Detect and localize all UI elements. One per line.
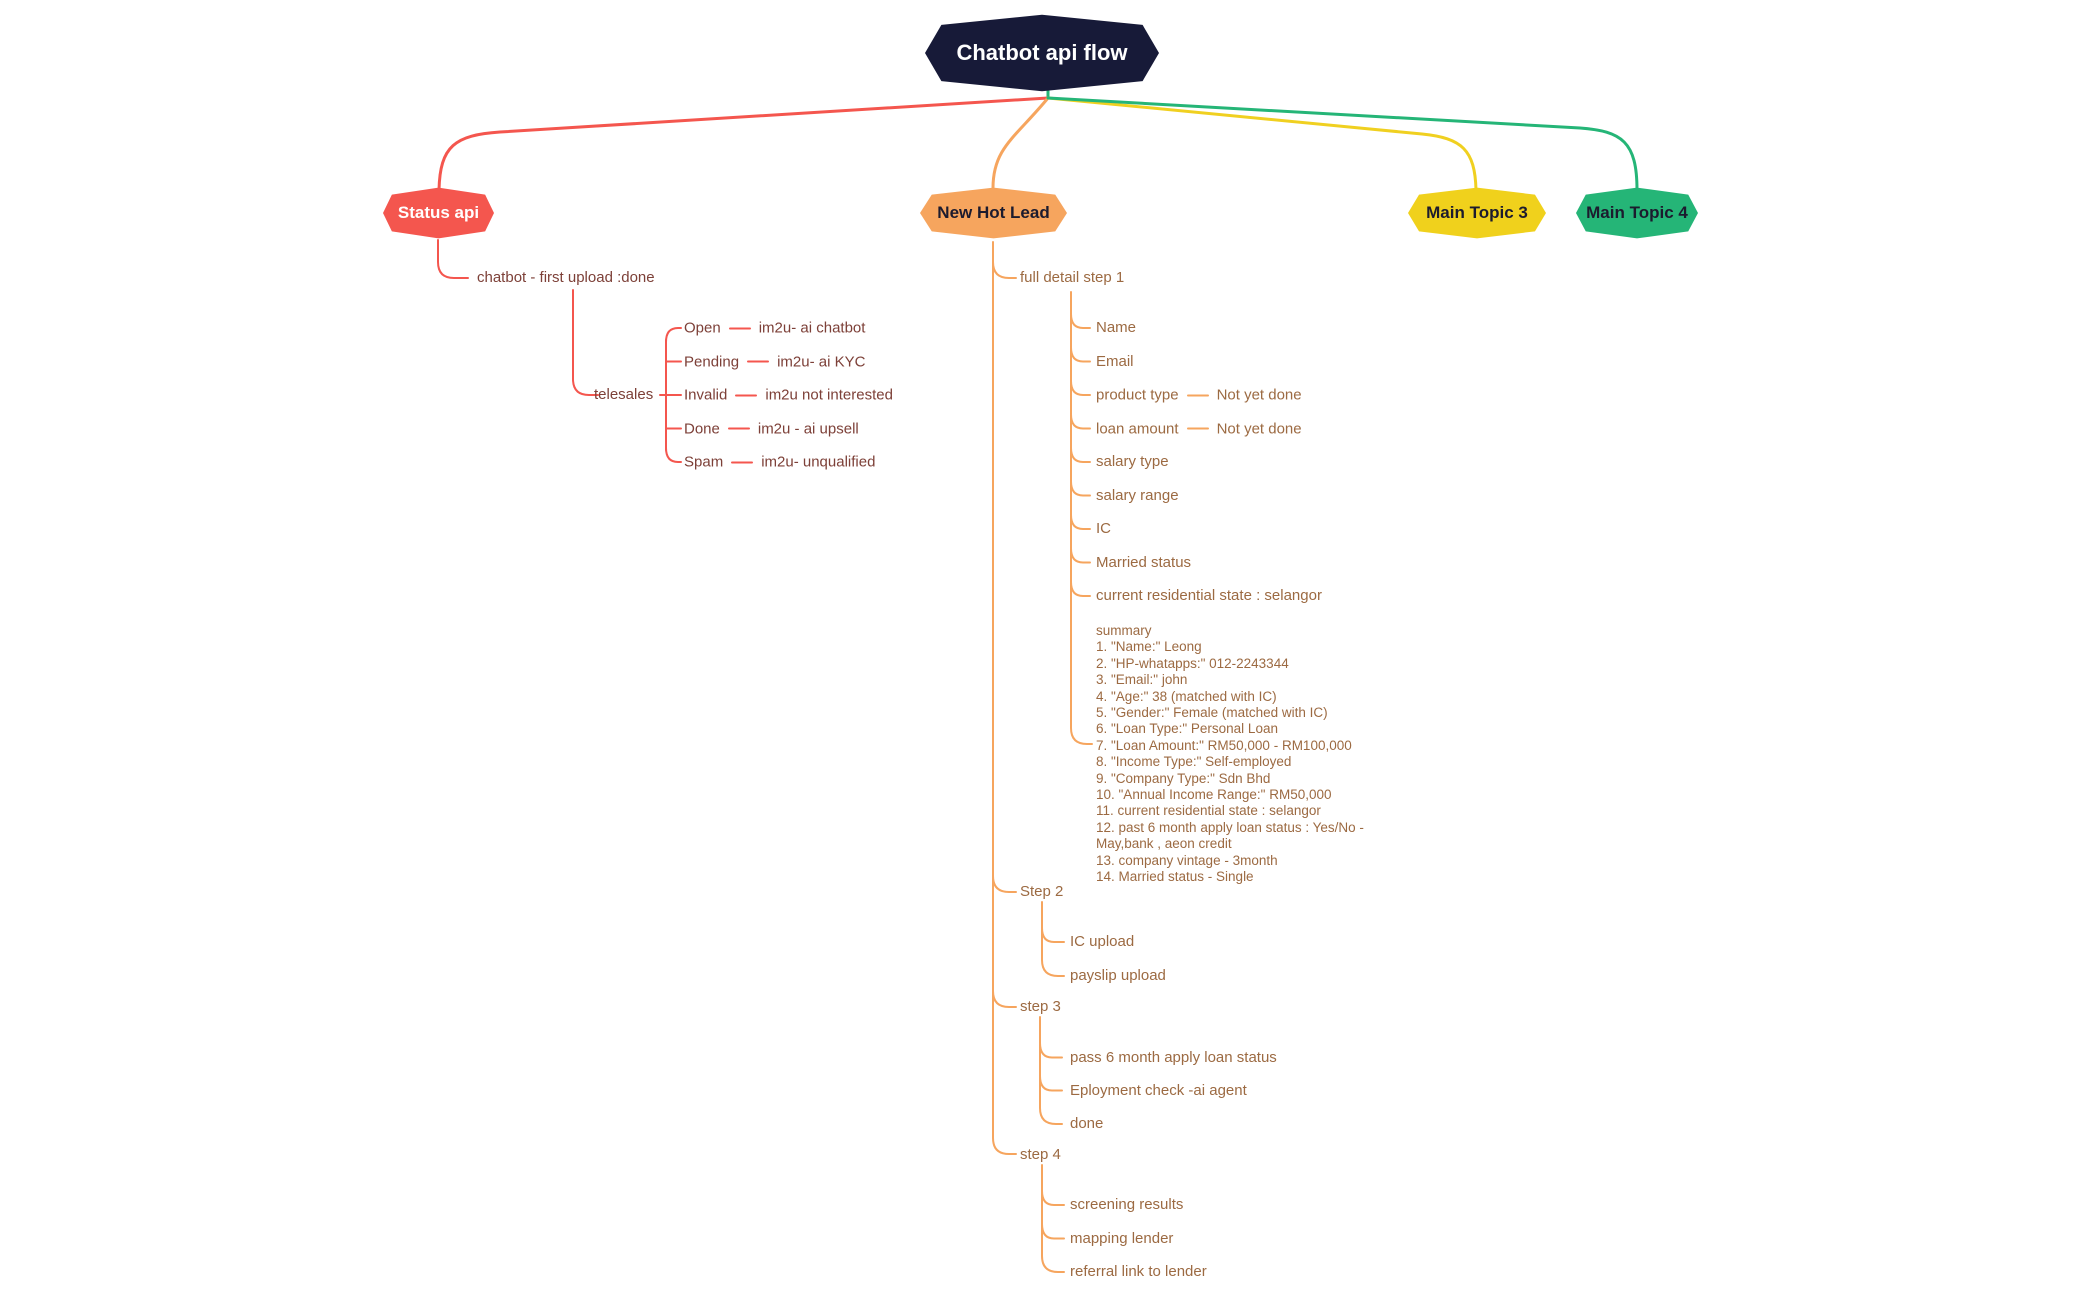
value-spam[interactable]: im2u- unqualified [761,453,876,471]
leaf-ic-upload[interactable]: IC upload [1070,932,1135,950]
leaf-pending[interactable]: Pending [684,353,740,370]
connector-root-topic3 [1046,96,1478,192]
leaf-referral-link[interactable]: referral link to lender [1070,1262,1207,1280]
leaf-done[interactable]: Done [684,420,720,437]
leaf-married-status[interactable]: Married status [1096,553,1192,571]
node-new-hot-lead[interactable]: New Hot Lead [920,187,1067,239]
row-loan-amount: loan amount Not yet done [1096,420,1302,437]
leaf-employment-check[interactable]: Eployment check -ai agent [1070,1081,1247,1099]
leaf-product-type[interactable]: product type [1096,386,1179,404]
connector-root-lead [991,96,1050,190]
node-main-topic-3[interactable]: Main Topic 3 [1408,187,1546,239]
dash-line [735,394,758,396]
value-done[interactable]: im2u - ai upsell [757,420,859,437]
leaf-name[interactable]: Name [1096,318,1137,336]
leaf-current-residential-state[interactable]: current residential state : selangor [1096,586,1322,604]
leaf-step-3[interactable]: step 3 [1020,997,1061,1015]
value-invalid[interactable]: im2u not interested [765,386,893,404]
node-main-topic-4[interactable]: Main Topic 4 [1576,187,1698,239]
leaf-step-4[interactable]: step 4 [1020,1145,1061,1163]
value-loan-amount[interactable]: Not yet done [1216,420,1302,437]
dash-line [728,327,751,329]
dash-line [747,360,770,363]
leaf-open[interactable]: Open [684,319,721,337]
leaf-summary-block[interactable]: summary 1. "Name:" Leong 2. "HP-whatapps… [1096,623,1364,885]
node-status-api[interactable]: Status api [383,187,494,239]
value-product-type[interactable]: Not yet done [1216,386,1302,404]
leaf-screening-results[interactable]: screening results [1070,1195,1184,1213]
row-product-type: product type Not yet done [1096,387,1302,404]
row-spam: Spam im2u- unqualified [684,454,875,471]
connector-root-topic4 [1046,96,1639,192]
row-pending: Pending im2u- ai KYC [684,353,865,370]
leaf-pass-6-month[interactable]: pass 6 month apply loan status [1070,1048,1277,1066]
leaf-done-step3[interactable]: done [1070,1114,1104,1132]
leaf-salary-type[interactable]: salary type [1096,452,1169,470]
leaf-full-detail-step-1[interactable]: full detail step 1 [1020,268,1125,286]
leaf-loan-amount[interactable]: loan amount [1096,420,1179,437]
dash-line [1186,427,1209,430]
value-open[interactable]: im2u- ai chatbot [758,319,866,337]
leaf-spam[interactable]: Spam [684,453,724,471]
row-invalid: Invalid im2u not interested [684,387,893,404]
root-node[interactable]: Chatbot api flow [925,14,1159,92]
connector-root-status [437,96,1050,192]
value-pending[interactable]: im2u- ai KYC [777,353,866,370]
leaf-email[interactable]: Email [1096,352,1134,370]
dash-line [1186,394,1209,396]
dash-line [731,461,754,463]
leaf-telesales[interactable]: telesales [594,385,654,403]
leaf-step-2[interactable]: Step 2 [1020,882,1064,900]
leaf-salary-range[interactable]: salary range [1096,486,1179,504]
row-done: Done im2u - ai upsell [684,420,859,437]
row-open: Open im2u- ai chatbot [684,320,865,337]
leaf-chatbot-first-upload[interactable]: chatbot - first upload :done [477,268,655,286]
leaf-invalid[interactable]: Invalid [684,386,728,404]
leaf-payslip-upload[interactable]: payslip upload [1070,966,1166,984]
leaf-mapping-lender[interactable]: mapping lender [1070,1229,1174,1247]
dash-line [727,427,750,430]
leaf-ic[interactable]: IC [1096,519,1111,537]
